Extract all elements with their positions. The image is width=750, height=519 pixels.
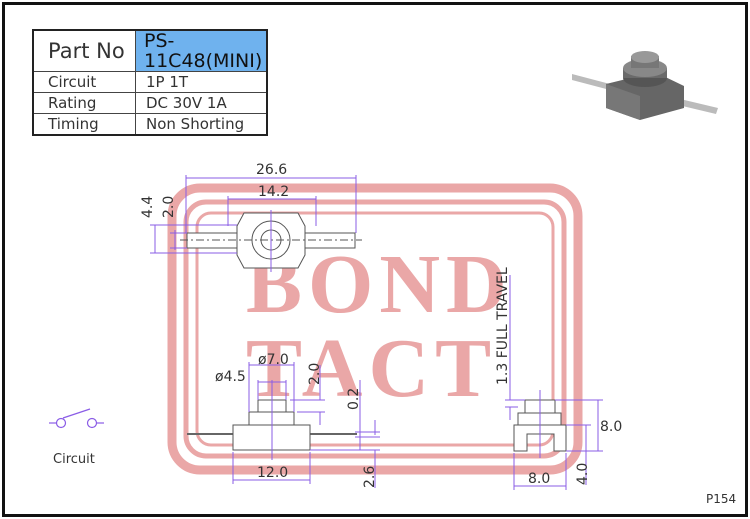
dim-top-width: 26.6	[256, 162, 287, 178]
spec-value: 1P 1T	[135, 71, 268, 93]
switch-symbol-icon	[49, 408, 104, 429]
right-view	[513, 390, 567, 458]
side-view	[187, 380, 357, 460]
dim-top-h2: 2.0	[161, 196, 177, 218]
spec-table: Part No PS-11C48(MINI) Circuit 1P 1T Rat…	[32, 29, 268, 136]
part-number: PS-11C48(MINI)	[135, 29, 268, 72]
dim-base-width: 12.0	[257, 465, 288, 481]
dim-dia-inner: ø4.5	[215, 369, 246, 385]
table-row: Circuit 1P 1T	[32, 71, 268, 93]
dim-side-base-h: 4.0	[575, 463, 591, 485]
dim-top-body: 14.2	[258, 184, 289, 200]
dim-side-h: 8.0	[600, 419, 622, 435]
dim-top-h1: 4.4	[140, 196, 156, 218]
spec-label: Timing	[32, 113, 136, 136]
spec-label: Rating	[32, 92, 136, 114]
side-view-dimensions	[232, 362, 380, 488]
page-number: P154	[706, 492, 736, 506]
table-row: Timing Non Shorting	[32, 113, 268, 136]
top-view-dimensions	[150, 175, 357, 254]
spec-label: Circuit	[32, 71, 136, 93]
watermark-line2: TACT	[246, 322, 497, 415]
dim-lead-h: 2.6	[362, 466, 378, 488]
dim-travel: 1.3 FULL TRAVEL	[495, 267, 511, 385]
spec-value: Non Shorting	[135, 113, 268, 136]
circuit-label: Circuit	[53, 452, 95, 467]
spec-label: Part No	[32, 29, 136, 72]
right-view-dimensions	[505, 275, 603, 490]
table-row: Rating DC 30V 1A	[32, 92, 268, 114]
dim-button-h: 2.0	[307, 363, 323, 385]
table-row: Part No PS-11C48(MINI)	[32, 29, 268, 72]
dim-gap: 0.2	[346, 388, 362, 410]
dim-side-width: 8.0	[528, 471, 550, 487]
dim-dia-outer: ø7.0	[258, 352, 289, 368]
product-3d-image	[572, 51, 718, 120]
spec-value: DC 30V 1A	[135, 92, 268, 114]
top-view	[180, 210, 362, 272]
